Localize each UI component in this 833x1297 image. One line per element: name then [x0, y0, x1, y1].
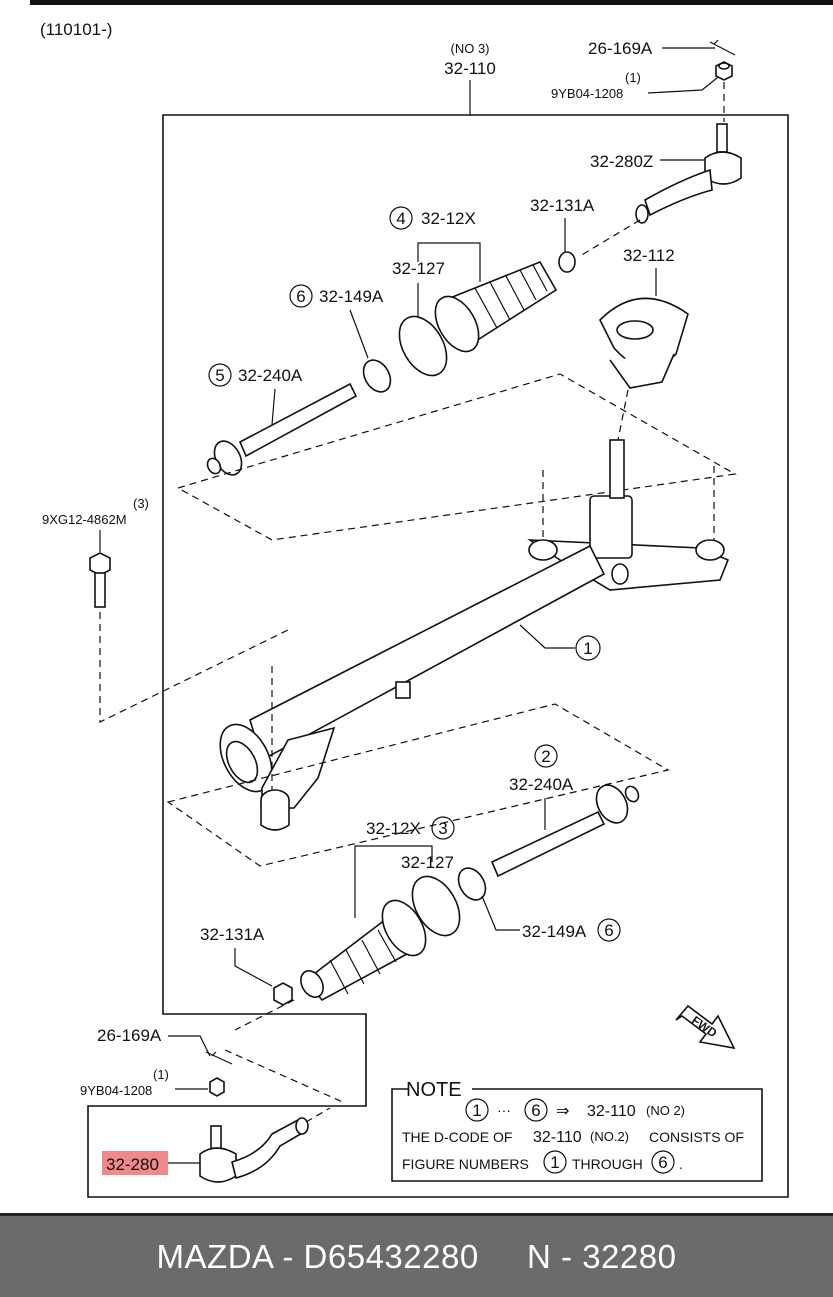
clip-bottom-icon: [273, 982, 293, 1006]
note-range-from: 1: [472, 1101, 481, 1120]
tie-rod-end-bottom-label: 32-280: [106, 1155, 159, 1174]
bolt-icon: [89, 552, 111, 608]
washer-bottom-num-circle: [597, 918, 621, 942]
boot-set-top-num-circle: [389, 206, 413, 230]
tie-rod-top-icon: [206, 382, 358, 476]
boot-set-bottom-num-circle: [431, 816, 455, 840]
gear-num-circle: [575, 635, 601, 661]
washer-top-label: 32-149A: [319, 287, 384, 306]
boot-set-bottom-label: 32-12X: [366, 819, 421, 838]
part-number-footer: MAZDA - D65432280 N - 32280: [0, 1213, 833, 1297]
tie-rod-end-top-label: 32-280Z: [590, 152, 653, 171]
boot-set-top-bracket: [417, 242, 481, 282]
note-line2-a: THE D-CODE OF: [402, 1129, 512, 1145]
cotter-pin-bottom-icon: [205, 1051, 233, 1065]
band-top-icon: [398, 315, 448, 377]
note-range-to-circle: [524, 1098, 548, 1122]
note-range-to: 6: [531, 1101, 540, 1120]
tie-rod-bottom-icon: [490, 784, 640, 878]
nut-top-leader: [647, 73, 723, 94]
tie-rod-top-num: 5: [215, 366, 224, 385]
gear-num: 1: [583, 639, 592, 658]
note-box: NOTE 1 ··· 6 ⇒ 32-110 (NO 2) THE D-CODE …: [391, 1079, 763, 1182]
tie-rod-top-label: 32-240A: [238, 366, 303, 385]
note-line3-a: FIGURE NUMBERS: [402, 1156, 529, 1172]
clip-bottom-label: 32-131A: [200, 925, 265, 944]
note-target-no: (NO 2): [646, 1103, 685, 1118]
note-title: NOTE: [406, 1079, 462, 1101]
nut-bottom-label: 9YB04-1208: [80, 1083, 152, 1098]
cotter-pin-bottom-label: 26-169A: [97, 1026, 162, 1045]
note-target-code: 32-110: [587, 1103, 636, 1120]
washer-top-num: 6: [296, 287, 305, 306]
footer-text: MAZDA - D65432280 N - 32280: [156, 1237, 677, 1275]
note-line2-b: CONSISTS OF: [649, 1129, 744, 1145]
note-range-dots: ···: [497, 1102, 511, 1118]
range-code: (110101-): [40, 20, 112, 39]
clip-bottom-leader: [234, 948, 273, 987]
tie-rod-bottom-num: 2: [541, 747, 550, 766]
nut-top-icon: [715, 61, 733, 81]
boot-set-top-label: 32-12X: [421, 209, 476, 228]
note-line3-end: .: [679, 1156, 683, 1172]
boot-set-top-num: 4: [396, 209, 405, 228]
tie-rod-end-bottom-dash: [305, 1107, 331, 1123]
washer-bottom-label: 32-149A: [522, 922, 587, 941]
cotter-pin-top-label: 26-169A: [588, 39, 653, 58]
nut-bottom-icon: [209, 1077, 225, 1097]
nut-top-label: 9YB04-1208: [551, 86, 623, 101]
boot-bottom-icon: [300, 899, 427, 1002]
clip-top-icon: [558, 251, 576, 273]
housing-cover-icon: [599, 297, 689, 389]
nut-top-qty: (1): [625, 70, 641, 85]
note-line3-to-circle: [651, 1150, 675, 1174]
tie-rod-end-bottom-icon: [199, 1117, 309, 1183]
bolt-qty: (3): [133, 496, 149, 511]
housing-cover-label: 32-112: [623, 246, 675, 265]
note-line3-from: 1: [550, 1153, 559, 1172]
housing-cover-dash: [617, 389, 629, 441]
tie-rod-end-top-icon: [635, 123, 742, 224]
tie-rod-top-leader: [271, 388, 276, 426]
tie-rod-bottom-num-circle: [534, 744, 558, 768]
tie-rod-bottom-label: 32-240A: [509, 775, 574, 794]
tie-rod-end-bottom-highlight: [102, 1151, 168, 1175]
note-line3-to: 6: [658, 1153, 667, 1172]
cotter-pin-top-icon: [709, 39, 736, 56]
top-border: [30, 0, 833, 5]
clip-top-label: 32-131A: [530, 196, 595, 215]
washer-bottom-num: 6: [604, 921, 613, 940]
note-line3-b: THROUGH: [572, 1156, 643, 1172]
assembly-no: (NO 3): [451, 41, 490, 56]
note-line2-no: (NO.2): [590, 1129, 629, 1144]
tie-rod-top-num-circle: [208, 363, 232, 387]
note-range-from-circle: [465, 1098, 489, 1122]
assembly-code: 32-110: [444, 59, 496, 78]
boot-set-bottom-bracket: [354, 845, 433, 918]
note-line2-code: 32-110: [533, 1129, 582, 1146]
steering-gear-icon: [219, 439, 730, 831]
cotter-pin-bottom-leader: [168, 1035, 211, 1057]
fwd-arrow-icon: FWD: [675, 1004, 736, 1050]
note-line3-from-circle: [543, 1150, 567, 1174]
bolt-dash: [99, 612, 289, 723]
gear-leader: [519, 624, 575, 649]
boot-set-bottom-num: 3: [438, 819, 447, 838]
steering-gear-diagram: (110101-) (NO 3) 32-110 26-169A (1) 9YB0…: [30, 0, 833, 1198]
cotter-pin-bottom-dash: [224, 1049, 346, 1104]
washer-bottom-leader: [481, 895, 520, 931]
washer-top-num-circle: [289, 284, 313, 308]
washer-top-leader: [349, 309, 369, 359]
note-arrow: ⇒: [556, 1103, 569, 1120]
lower-dashed-plane: [166, 703, 670, 867]
washer-bottom-icon: [457, 867, 487, 901]
assembly-frame: [87, 114, 789, 1198]
band-top-label: 32-127: [392, 259, 445, 278]
nut-bottom-qty: (1): [153, 1067, 169, 1082]
upper-dashed-plane: [176, 373, 737, 541]
washer-top-icon: [362, 359, 392, 393]
band-bottom-label: 32-127: [401, 853, 454, 872]
boot-top-icon: [434, 260, 558, 353]
bolt-label: 9XG12-4862M: [42, 512, 127, 527]
